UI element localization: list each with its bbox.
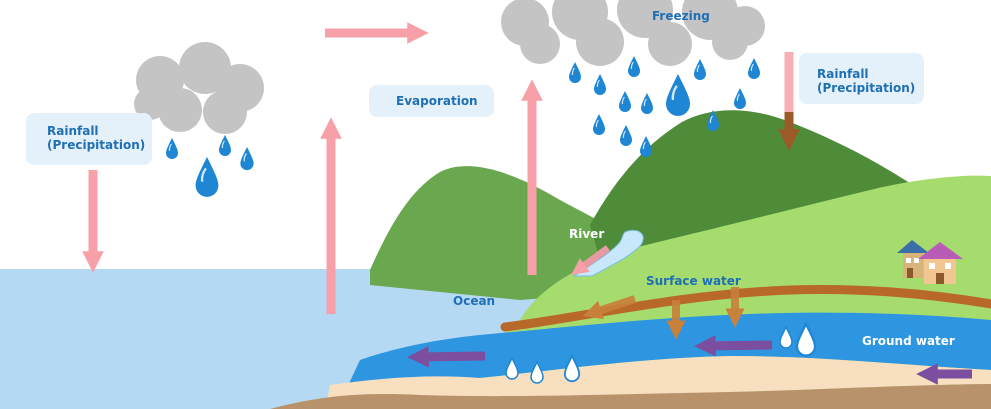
arrow-icon: [407, 335, 972, 385]
raindrop-icon: [165, 134, 255, 199]
cloud-icon: [501, 0, 765, 66]
arrow-icon: [571, 245, 611, 275]
arrow-icon: [582, 287, 745, 340]
evaporation-label: Evaporation: [369, 85, 494, 117]
house-icon: [897, 240, 929, 278]
rainfall-left-label: Rainfall (Precipitation): [26, 113, 152, 165]
sand-layer: [325, 356, 991, 409]
ground-water-label: Ground water: [862, 334, 955, 348]
river: [572, 229, 644, 277]
evaporation-text: Evaporation: [396, 94, 478, 108]
rainfall-left-line2: (Precipitation): [47, 138, 146, 152]
house-icon: [918, 242, 963, 284]
soil-layer: [270, 384, 991, 409]
rainfall-right-line1: Rainfall: [817, 67, 869, 81]
ocean-label: Ocean: [453, 294, 496, 308]
surface-water-label: Surface water: [646, 274, 741, 288]
earth-line: [500, 285, 991, 332]
cloud-icon: [134, 42, 264, 134]
freezing-label: Freezing: [652, 9, 710, 23]
rainfall-right-label: Rainfall (Precipitation): [799, 53, 924, 104]
river-label: River: [569, 227, 605, 241]
arrow-icon: [82, 22, 800, 314]
rainfall-right-line2: (Precipitation): [817, 81, 916, 95]
rainfall-left-line1: Rainfall: [47, 124, 99, 138]
